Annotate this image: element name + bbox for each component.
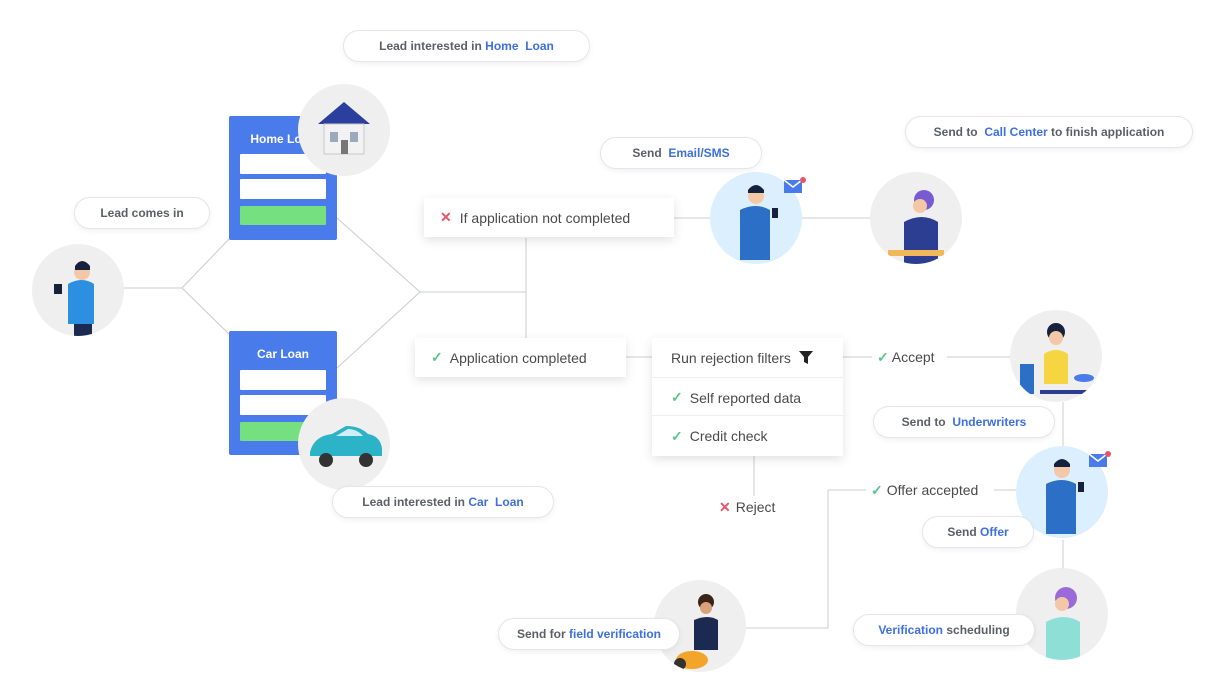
form-submit-button (240, 206, 326, 225)
form-field (240, 370, 326, 390)
accept-label: ✓ Accept (877, 348, 935, 366)
check-icon: ✓ (871, 481, 883, 498)
bubble-highlight: Email/SMS (668, 146, 730, 160)
bubble-text: Send to (901, 415, 946, 429)
bubble-highlight: Loan (495, 495, 524, 509)
verification-agent-avatar (1016, 568, 1108, 660)
bubble-text: Send for (516, 627, 566, 641)
mail-icon (1088, 451, 1111, 467)
step-label: Run rejection filters (671, 349, 791, 366)
check-icon: ✓ (671, 427, 683, 444)
lead-person-avatar (32, 244, 124, 336)
bubble-highlight: Car (468, 495, 489, 509)
reject-text: Reject (735, 499, 776, 515)
form-field (240, 179, 326, 199)
verification-scheduling-bubble: Verification scheduling (853, 614, 1035, 646)
cross-icon: ✕ (440, 209, 452, 225)
bubble-highlight: Home (485, 39, 519, 53)
send-offer-bubble: Send Offer (922, 516, 1034, 548)
rejection-filters-header: Run rejection filters (652, 338, 843, 378)
check-icon: ✓ (431, 349, 443, 365)
check-icon: ✓ (671, 389, 683, 405)
completed-step: ✓ Application completed (415, 338, 626, 377)
call-center-agent-avatar (870, 172, 962, 264)
bubble-text: Send (632, 146, 662, 160)
bubble-highlight: Loan (525, 39, 554, 53)
house-icon (298, 84, 390, 176)
bubble-highlight: Offer (980, 525, 1009, 539)
lead-comes-in-bubble: Lead comes in (74, 197, 210, 229)
self-reported-data-item: ✓ Self reported data (652, 380, 843, 416)
cross-icon: ✕ (719, 498, 731, 515)
mail-icon (783, 177, 806, 193)
underwriters-bubble: Send to Underwriters (873, 406, 1055, 438)
bubble-highlight: Underwriters (952, 415, 1027, 429)
reject-label: ✕ Reject (719, 498, 775, 516)
car-loan-interest-bubble: Lead interested in Car Loan (332, 486, 554, 518)
form-field (240, 395, 326, 415)
field-verification-bubble: Send for field verification (498, 618, 680, 650)
bubble-highlight: field verification (568, 627, 662, 641)
call-center-bubble: Send to Call Center to finish applicatio… (905, 116, 1193, 148)
bubble-text: Lead comes in (100, 206, 184, 220)
bubble-highlight: Call Center (984, 125, 1048, 139)
bubble-text: Send (947, 525, 977, 539)
offer-accepted-text: Offer accepted (886, 482, 979, 498)
check-icon: ✓ (877, 348, 889, 365)
home-loan-form: Home Loan (229, 116, 337, 240)
bubble-text: Lead interested in (379, 39, 482, 53)
car-loan-form-title: Car Loan (256, 347, 309, 361)
send-email-bubble: Send Email/SMS (600, 137, 762, 169)
form-field (240, 154, 326, 174)
step-label: Application completed (449, 349, 587, 366)
not-completed-step: ✕ If application not completed (424, 198, 674, 237)
home-loan-interest-bubble: Lead interested in Home Loan (343, 30, 590, 62)
bubble-highlight: Verification (878, 623, 943, 637)
bubble-text: to finish application (1051, 125, 1165, 139)
bubble-text: scheduling (946, 623, 1010, 637)
item-label: Credit check (689, 428, 768, 444)
credit-check-item: ✓ Credit check (652, 418, 843, 454)
car-icon (298, 398, 390, 490)
item-label: Self reported data (689, 389, 802, 406)
bubble-text: Send to (933, 125, 978, 139)
offer-accepted-label: ✓ Offer accepted (871, 481, 978, 499)
underwriter-avatar (1010, 310, 1102, 402)
step-label: If application not completed (459, 209, 631, 226)
bubble-text: Lead interested in (362, 495, 465, 509)
accept-text: Accept (891, 349, 935, 365)
filter-icon (798, 351, 813, 364)
rejection-filters-panel: Run rejection filters ✓ Self reported da… (652, 338, 843, 456)
